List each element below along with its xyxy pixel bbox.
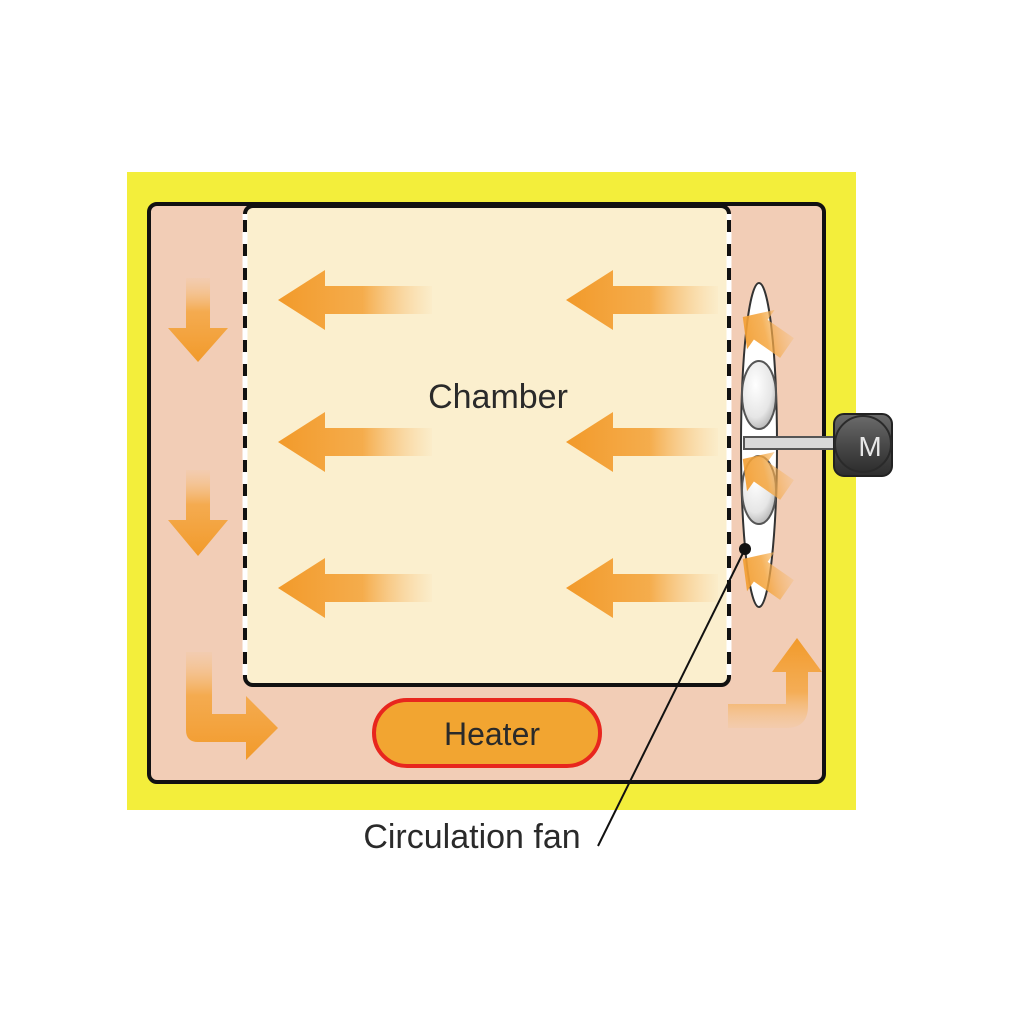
heater [372,698,602,768]
fan-blade [741,360,777,430]
arrow-icon [742,451,794,500]
arrow-icon [186,652,278,760]
arrow-icon [278,412,432,472]
arrow-icon [278,270,432,330]
arrow-icon [728,638,822,728]
motor-label: M [858,431,881,462]
fan-callout-line [597,548,746,847]
chamber-airflow-arrows [278,270,718,618]
arrow-icon [742,551,794,600]
arrow-icon [566,270,718,330]
motor-shaft [743,436,841,450]
arrow-icon [168,278,228,362]
duct-airflow-arrows-left [168,278,278,760]
arrow-icon [566,558,718,618]
arrow-icon [278,558,432,618]
arrow-icon [742,309,794,358]
fan-intake-arrows [742,309,794,600]
chamber-label: Chamber [428,378,568,416]
arrow-icon [566,412,718,472]
arrow-icon [168,470,228,556]
motor-icon: M [833,413,893,477]
fan-label: Circulation fan [363,818,580,856]
duct-airflow-arrows-right [728,638,822,728]
heater-label: Heater [444,716,540,752]
